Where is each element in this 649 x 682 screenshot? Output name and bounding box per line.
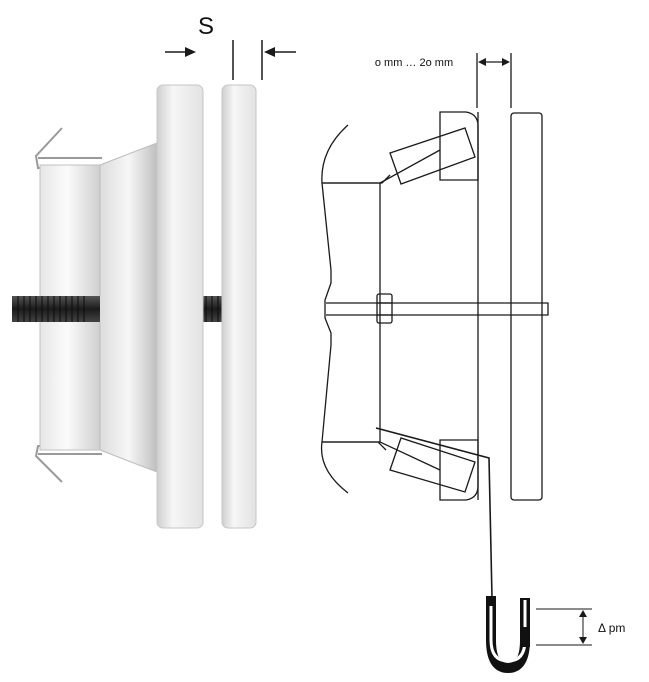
gap-arrowhead-right	[264, 47, 275, 57]
drawing-wedge-bottom	[389, 437, 476, 493]
manometer-fluid-left	[486, 596, 496, 606]
drawing-lobe-top	[439, 111, 479, 181]
valve-drawing	[320, 111, 549, 599]
drawing-wedge-top	[389, 127, 476, 185]
u-tube-manometer: Δ pm	[486, 596, 625, 674]
valve-disc	[221, 84, 257, 529]
valve-flange	[156, 84, 204, 529]
drawing-cone-top	[379, 149, 441, 184]
cone-overlap	[100, 296, 157, 322]
gap-label: S	[198, 13, 214, 40]
adjust-range-label: o mm … 2o mm	[375, 57, 453, 69]
range-arrowhead-right	[502, 58, 510, 66]
drawing-clip-bottom	[320, 441, 387, 494]
drawing-body-outline	[321, 182, 381, 443]
drawing-disc	[510, 112, 543, 501]
drawing-clip-top	[321, 124, 391, 184]
drawing-nut	[376, 293, 393, 324]
gap-dimension: S	[165, 13, 296, 80]
level-arrowhead-bottom	[579, 637, 587, 644]
level-arrowhead-top	[579, 610, 587, 617]
manometer-tube-inner	[489, 600, 527, 663]
pressure-tap-line	[375, 427, 493, 599]
range-arrowhead-left	[478, 58, 486, 66]
pressure-diff-label: Δ pm	[598, 621, 625, 635]
spring-clip-top	[34, 127, 102, 169]
gap-arrowhead-left	[185, 47, 196, 57]
valve-photo	[12, 84, 257, 529]
drawing-rod	[326, 302, 549, 316]
drawing-cone-bottom	[379, 441, 441, 471]
adjust-range-dimension: o mm … 2o mm	[375, 53, 512, 108]
manometer-fluid-right	[520, 627, 530, 647]
spring-clip-bottom	[34, 445, 102, 483]
